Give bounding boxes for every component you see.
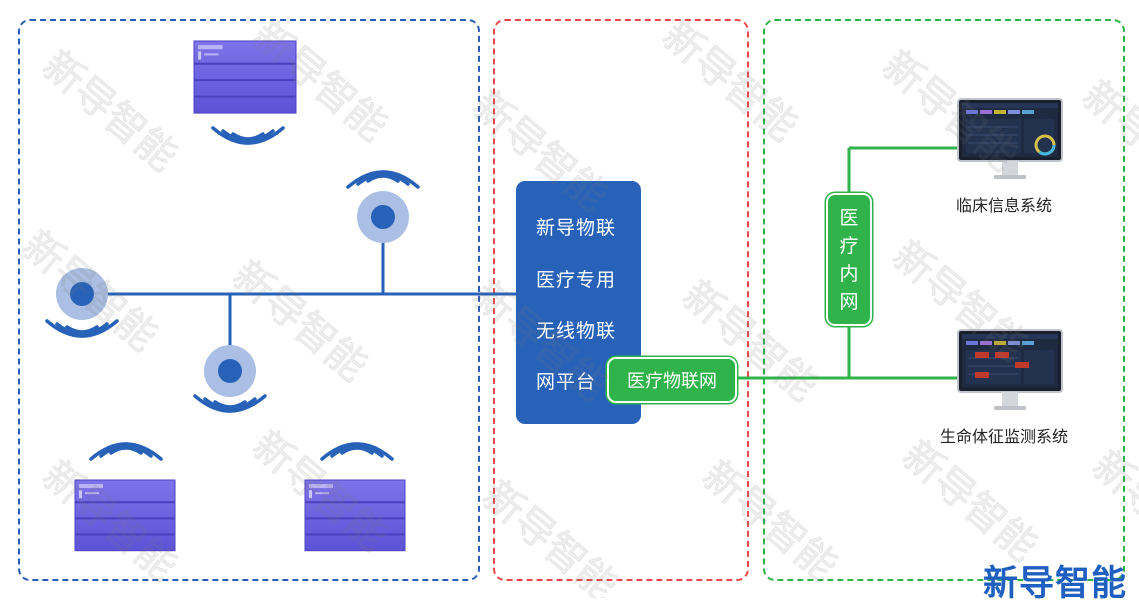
hospital-zone xyxy=(763,19,1125,581)
intranet-char: 疗 xyxy=(839,234,859,257)
sensor-node-icon xyxy=(56,268,108,320)
sensor-node-icon xyxy=(357,191,409,243)
monitor-icon xyxy=(957,134,1063,411)
intranet-char: 内 xyxy=(839,262,859,285)
sensor-pad-icon xyxy=(73,478,177,552)
wifi-signal-icon xyxy=(45,319,119,338)
sensor-node-icon xyxy=(204,345,256,397)
brand-logo: 新导智能 xyxy=(983,564,1128,604)
medical-iot-network-label: 医疗物联网 xyxy=(607,357,737,403)
platform-line: 新导物联 xyxy=(536,217,617,239)
sensor-pad-icon xyxy=(192,39,298,115)
wifi-signal-icon xyxy=(193,394,267,413)
hospital-intranet-label: 医 疗 内 网 xyxy=(826,193,872,326)
wifi-signal-icon xyxy=(211,126,285,145)
platform-line: 医疗专用 xyxy=(536,269,617,291)
device-zone xyxy=(18,19,480,581)
monitor-icon xyxy=(957,98,1063,180)
wifi-signal-icon xyxy=(346,170,420,189)
vital-signs-system-label: 生命体征监测系统 xyxy=(940,427,1069,446)
platform-line: 无线物联 xyxy=(536,320,617,342)
intranet-char: 网 xyxy=(839,290,859,313)
platform-zone xyxy=(493,19,749,581)
clinical-system-label: 临床信息系统 xyxy=(956,196,1053,215)
wifi-signal-icon xyxy=(320,442,394,461)
wifi-signal-icon xyxy=(89,442,163,461)
sensor-pad-icon xyxy=(303,478,407,552)
intranet-char: 医 xyxy=(839,206,859,229)
platform-line: 网平台 xyxy=(536,371,597,393)
